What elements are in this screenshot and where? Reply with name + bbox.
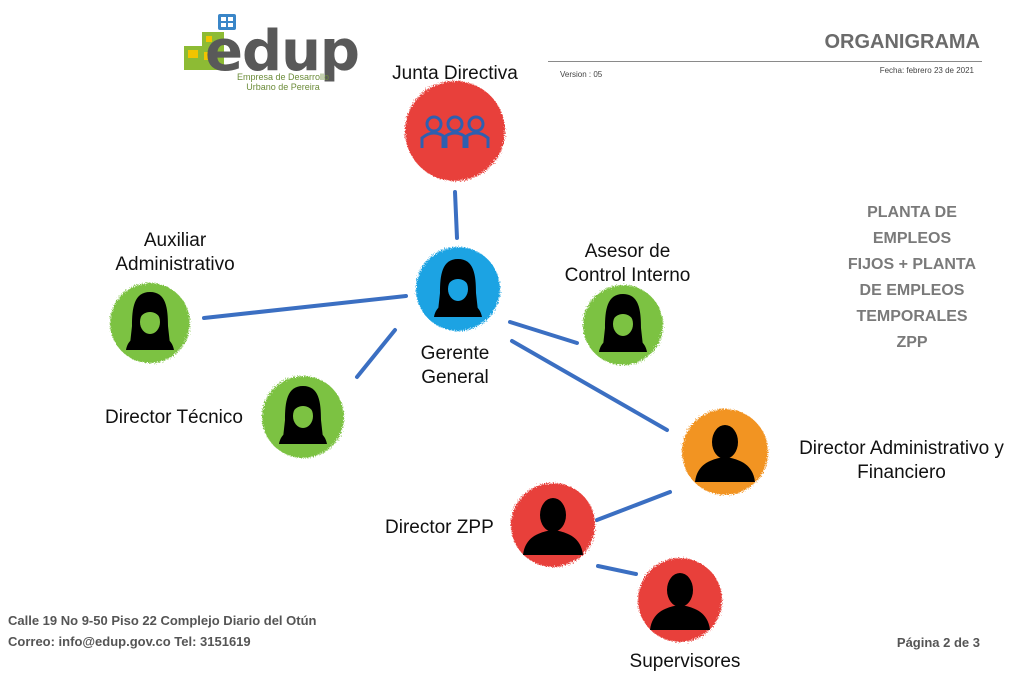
label-line: Asesor de (584, 241, 671, 262)
note-line: FIJOS + PLANTA (847, 256, 977, 273)
connector-gerente-administrativo (510, 339, 669, 432)
label-director-administrativo: Director Administrativo y Financiero (784, 437, 1019, 485)
footer-address: Calle 19 No 9-50 Piso 22 Complejo Diario… (8, 613, 317, 628)
logo-subtitle-line: Empresa de Desarrollo (236, 72, 330, 82)
connector-junta-gerente (453, 190, 459, 240)
header-divider (548, 61, 982, 62)
group-people-icon (420, 115, 490, 148)
label-junta-directiva: Junta Directiva (392, 63, 518, 84)
label-director-tecnico: Director Técnico (105, 407, 243, 428)
version-label: Version : 05 (560, 70, 603, 79)
note-line: PLANTA DE (867, 204, 957, 221)
connector-gerente-auxiliar (202, 294, 408, 320)
footer-contact: Correo: info@edup.gov.co Tel: 3151619 (8, 634, 251, 649)
node-junta-directiva (405, 81, 505, 181)
label-supervisores: Supervisores (629, 651, 741, 672)
node-gerente-general (416, 247, 500, 331)
node-director-administrativo (682, 409, 768, 495)
node-director-zpp (511, 483, 595, 567)
node-auxiliar-administrativo (110, 283, 190, 363)
node-director-tecnico (262, 376, 344, 458)
label-auxiliar-administrativo: Auxiliar Administrativo (100, 229, 250, 277)
planta-empleos-note: PLANTA DE EMPLEOS FIJOS + PLANTA DE EMPL… (846, 200, 978, 356)
note-line: TEMPORALES (856, 308, 968, 325)
label-line: General (421, 367, 489, 388)
logo-wordmark: edup (205, 19, 360, 84)
note-line: DE EMPLEOS (859, 282, 965, 299)
label-line: Director Administrativo y (799, 438, 1004, 459)
page-title: ORGANIGRAMA (824, 31, 980, 53)
logo-subtitle-line: Urbano de Pereira (246, 82, 320, 92)
connector-gerente-tecnico (355, 328, 397, 379)
label-gerente-general: Gerente General (400, 342, 510, 390)
label-line: Financiero (857, 462, 946, 483)
label-asesor-control-interno: Asesor de Control Interno (550, 240, 705, 288)
connector-lines (202, 190, 672, 576)
label-line: Administrativo (115, 254, 235, 275)
date-label: Fecha: febrero 23 de 2021 (879, 66, 974, 75)
note-line: ZPP (896, 334, 928, 351)
label-line: Control Interno (564, 265, 691, 286)
label-director-zpp: Director ZPP (385, 517, 494, 538)
page-number: Página 2 de 3 (896, 635, 980, 650)
note-line: EMPLEOS (872, 230, 952, 247)
logo-emblem-icon (184, 14, 236, 70)
logo-subtitle: Empresa de Desarrollo Urbano de Pereira (222, 72, 344, 92)
connector-zpp-supervisores (596, 564, 638, 576)
connector-administrativo-zpp (595, 490, 672, 522)
label-line: Gerente (420, 343, 490, 364)
node-asesor-control-interno (583, 285, 663, 365)
node-supervisores (638, 558, 722, 642)
label-line: Auxiliar (143, 230, 207, 251)
connector-gerente-asesor (508, 320, 579, 345)
